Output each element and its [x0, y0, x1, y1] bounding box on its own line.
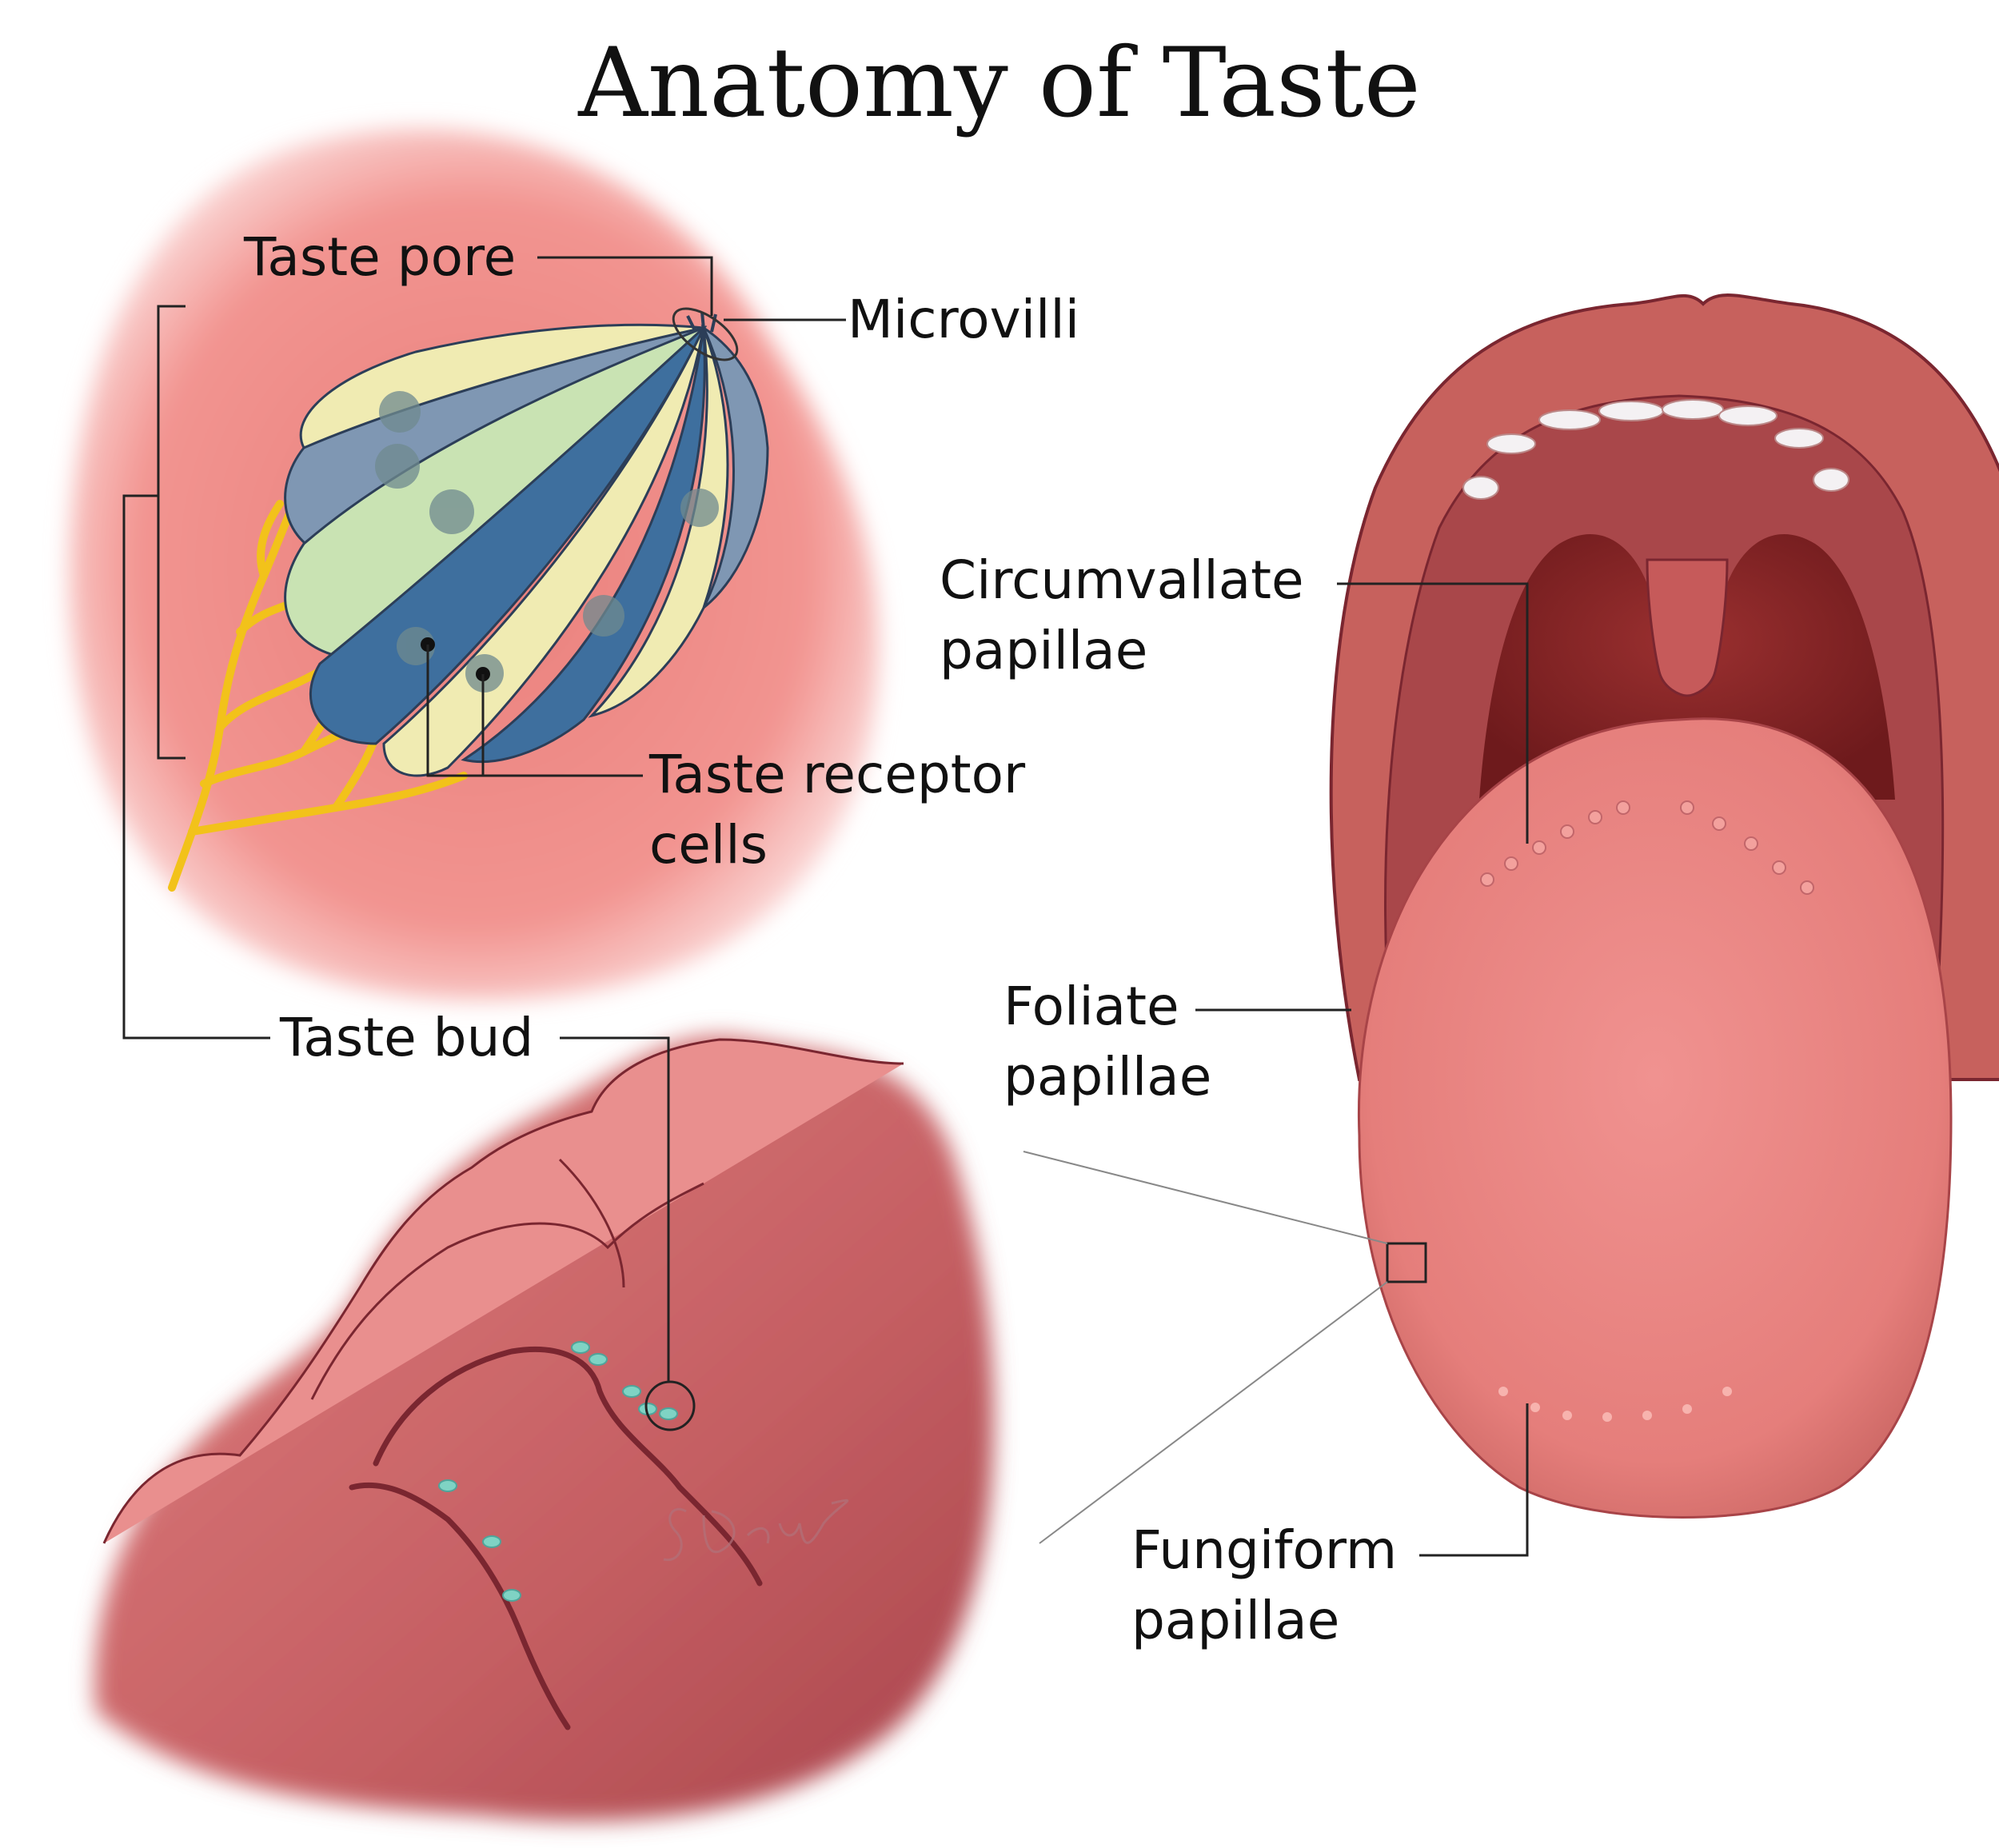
zoom-lines — [1023, 1151, 1388, 1544]
label-taste-receptor-cells-line-2: cells — [649, 814, 768, 876]
label-fungiform-line-1: Fungiform — [1131, 1519, 1398, 1581]
upper-teeth — [1462, 399, 1849, 500]
label-fungiform-line-2: papillae — [1131, 1590, 1340, 1651]
label-foliate-papillae: Foliate papillae — [1003, 972, 1211, 1112]
papilla-groove-1 — [373, 1346, 763, 1587]
circumvallate-bumps — [1480, 800, 1814, 895]
label-circumvallate-line-2: papillae — [940, 620, 1148, 681]
mouth-illustration — [1329, 293, 1999, 1519]
fungiform-bumps — [1498, 1387, 1732, 1422]
taste-pore-ring — [672, 307, 739, 361]
microvilli-art — [686, 311, 717, 333]
tongue-shape — [1357, 717, 1953, 1519]
uvula — [1646, 558, 1729, 697]
papilla-outer — [94, 1036, 994, 1822]
throat — [1479, 534, 1895, 800]
label-foliate-line-2: papillae — [1003, 1046, 1212, 1108]
label-taste-pore: Taste pore — [244, 226, 517, 288]
papilla-groove-2 — [349, 1482, 571, 1730]
taste-bud-marker-circle — [644, 1380, 696, 1431]
label-foliate-line-1: Foliate — [1003, 976, 1179, 1037]
label-taste-receptor-cells: Taste receptor cells — [649, 740, 1025, 880]
artist-signature — [663, 1499, 849, 1562]
taste-bud-dots — [438, 1341, 678, 1602]
label-circumvallate-papillae: Circumvallate papillae — [940, 545, 1304, 686]
page-title: Anatomy of Taste — [578, 28, 1421, 139]
label-taste-receptor-cells-line-1: Taste receptor — [649, 744, 1026, 805]
label-taste-bud: Taste bud — [280, 1007, 534, 1068]
leader-lines — [122, 256, 1529, 1557]
zoom-box — [1386, 1242, 1427, 1283]
label-fungiform-papillae: Fungiform papillae — [1131, 1515, 1397, 1656]
label-circumvallate-line-1: Circumvallate — [940, 549, 1304, 611]
papilla-section — [94, 1036, 994, 1822]
label-microvilli: Microvilli — [848, 289, 1080, 350]
taste-bud-closeup — [69, 128, 880, 1000]
taste-receptor-cells-art — [284, 323, 769, 777]
